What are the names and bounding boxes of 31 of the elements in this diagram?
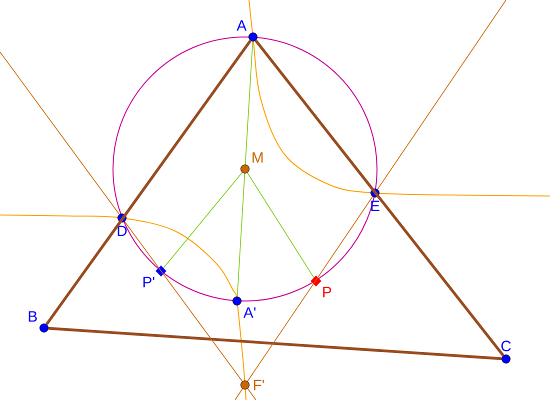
point: A	[236, 20, 258, 42]
line	[234, 388, 243, 400]
node-label: C	[501, 340, 511, 352]
line	[124, 221, 243, 382]
point: F'	[240, 380, 264, 390]
node-label: M	[252, 152, 263, 163]
line	[0, 52, 120, 215]
point: D	[118, 214, 127, 236]
point: C	[501, 340, 511, 364]
line	[247, 388, 256, 400]
node-label: P	[323, 286, 332, 298]
node-label: A'	[243, 307, 256, 318]
line	[254, 40, 504, 356]
line	[244, 41, 254, 165]
node-label: B	[28, 311, 37, 322]
line	[247, 196, 373, 382]
line	[48, 326, 502, 360]
node-label: P'	[143, 276, 154, 288]
point: B	[28, 311, 48, 332]
node-label: F'	[254, 380, 264, 390]
line	[163, 172, 243, 268]
point: P'	[143, 266, 166, 288]
point: M	[240, 152, 263, 174]
line	[377, 0, 506, 190]
point: P	[310, 276, 332, 298]
point: A'	[232, 296, 256, 318]
node-label: D	[118, 226, 127, 236]
node-label: A	[236, 20, 247, 31]
line	[45, 40, 252, 326]
line	[247, 172, 314, 278]
line	[236, 173, 246, 297]
